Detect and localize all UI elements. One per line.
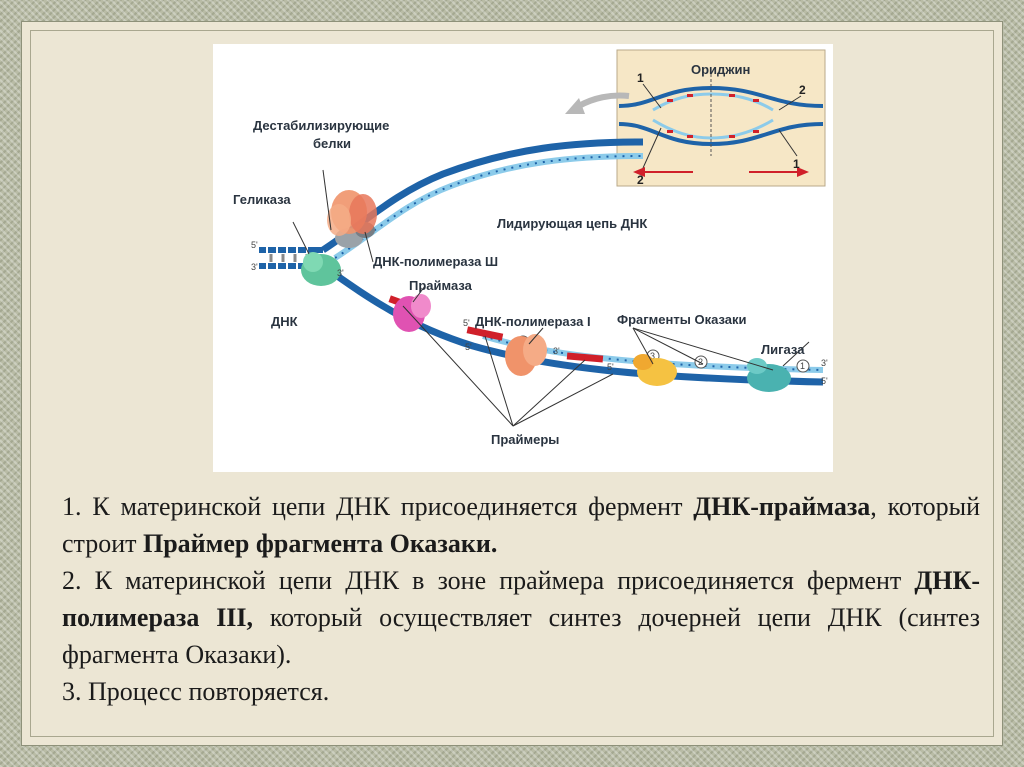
inset-num-1a: 1 — [637, 71, 644, 85]
dna-polymerase-3-protein — [327, 190, 377, 236]
paragraph-1: 1. К материнской цепи ДНК присоединяется… — [62, 488, 980, 562]
p1-primase-term: ДНК-праймаза — [693, 492, 870, 521]
explanation-text: 1. К материнской цепи ДНК присоединяется… — [62, 488, 980, 710]
p2-text: 2. К материнской цепи ДНК в зоне праймер… — [62, 566, 914, 595]
end-label: 5' — [465, 342, 472, 352]
p3-text: 3. Процесс повторяется. — [62, 677, 329, 706]
svg-text:1: 1 — [800, 361, 805, 371]
label-dna: ДНК — [271, 314, 298, 329]
paragraph-3: 3. Процесс повторяется. — [62, 673, 980, 710]
inset-num-2b: 2 — [637, 173, 644, 187]
inset-num-2a: 2 — [799, 83, 806, 97]
end-label: 5' — [821, 376, 828, 386]
inset-num-1b: 1 — [793, 157, 800, 171]
label-helicase: Геликаза — [233, 192, 291, 207]
end-label: 3' — [251, 262, 258, 272]
label-destabilizing-2: белки — [313, 136, 351, 151]
slide: Ориджин 1 2 2 1 — [22, 22, 1002, 745]
dna-replication-diagram: Ориджин 1 2 2 1 — [213, 44, 833, 472]
label-primase: Праймаза — [409, 278, 473, 293]
p1-okazaki-primer-term: Праймер фрагмента Оказаки. — [143, 529, 497, 558]
dna-polymerase-1-protein — [505, 334, 547, 376]
label-polymerase-1: ДНК-полимераза I — [475, 314, 591, 329]
ligase-protein — [747, 358, 791, 392]
end-label: 5' — [607, 362, 614, 372]
polymerase-yellow-protein — [633, 354, 677, 386]
diagram-svg: Ориджин 1 2 2 1 — [213, 44, 833, 472]
paragraph-2: 2. К материнской цепи ДНК в зоне праймер… — [62, 562, 980, 673]
label-origin: Ориджин — [691, 62, 750, 77]
label-okazaki: Фрагменты Оказаки — [617, 312, 747, 327]
end-label: 5' — [463, 318, 470, 328]
end-label: 3' — [553, 346, 560, 356]
label-leading-strand: Лидирующая цепь ДНК — [497, 216, 647, 231]
p1-text: 1. К материнской цепи ДНК присоединяется… — [62, 492, 693, 521]
label-polymerase-3: ДНК-полимераза Ш — [373, 254, 498, 269]
end-label: 3' — [337, 268, 344, 278]
label-primers: Праймеры — [491, 432, 559, 447]
label-destabilizing-1: Дестабилизирующие — [253, 118, 389, 133]
label-ligase: Лигаза — [761, 342, 805, 357]
end-label: 5' — [251, 240, 258, 250]
end-label: 3' — [821, 358, 828, 368]
